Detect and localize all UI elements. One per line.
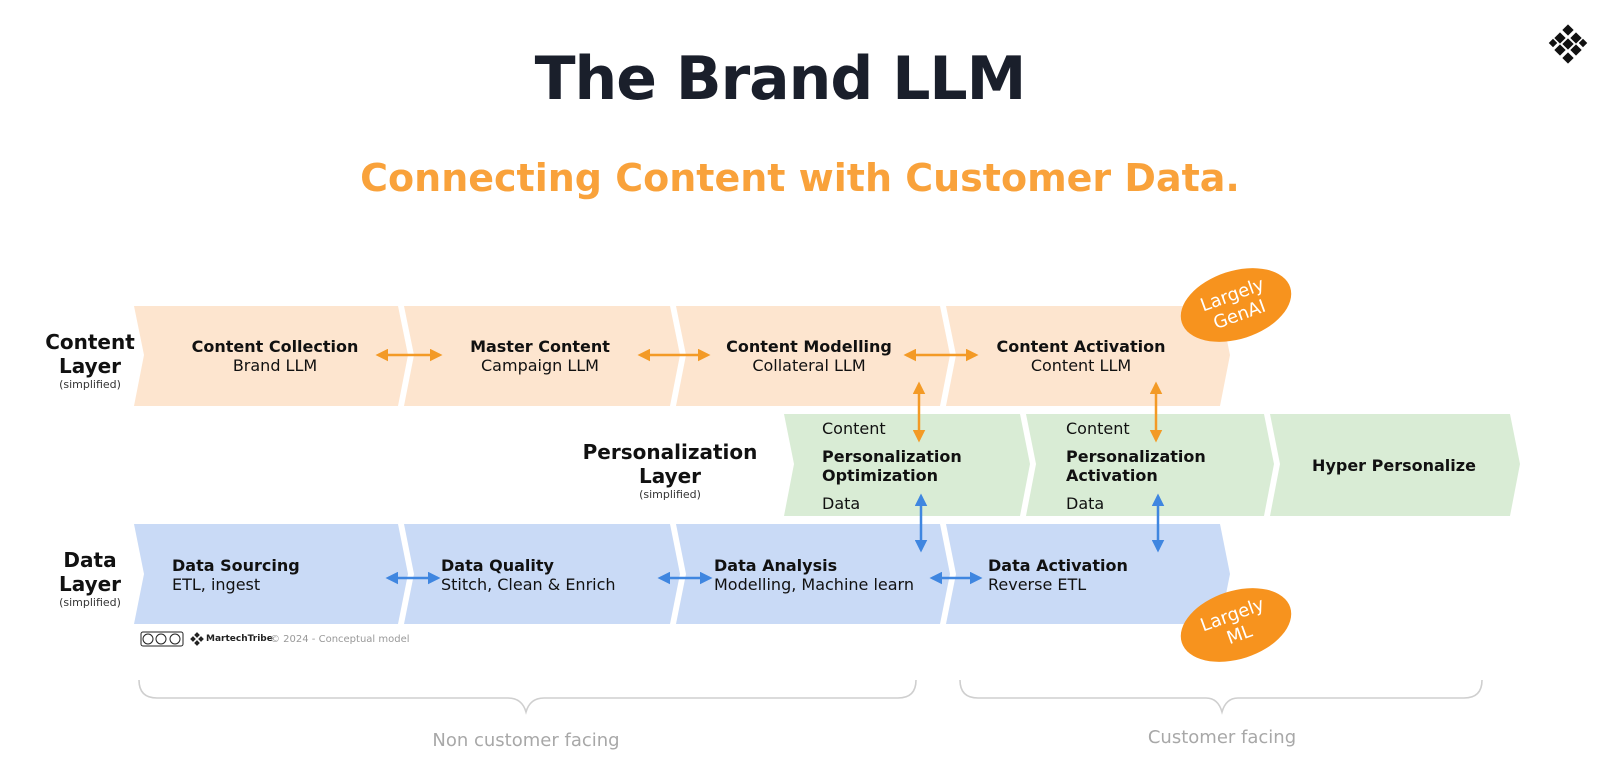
content-modelling-step: Content Modelling Collateral LLM [726,337,892,375]
content-tag: Content [1066,419,1130,438]
data-analysis-chevron [676,524,950,624]
content-collection-step: Content Collection Brand LLM [191,337,359,375]
data-activation-step: Data Activation Reverse ETL [988,556,1128,594]
martechtribe-logo-icon [1548,24,1588,64]
data-quality-chevron [404,524,680,624]
footer-brand: MartechTribe [206,634,273,644]
master-content-step: Master Content Campaign LLM [470,337,610,375]
largely-genai-badge [1180,268,1292,342]
non-customer-facing-brace [138,679,917,715]
data-analysis-step: Data Analysis Modelling, Machine learn [714,556,914,594]
content-modelling-chevron [676,306,950,406]
master-content-chevron [404,306,680,406]
hyper-personalize-chevron [1270,414,1520,516]
content-tag: Content [822,419,886,438]
personalization-optimization-step: Personalization Optimization [822,447,962,485]
personalization-layer-label: Personalization Layer (simplified) [582,440,758,501]
personalization-activation-chevron [1026,414,1274,516]
creative-commons-icon [140,631,184,647]
martechtribe-small-logo-icon [190,632,204,646]
footer-copyright: © 2024 - Conceptual model [270,634,410,645]
content-collection-chevron [134,306,408,406]
data-tag: Data [822,494,861,513]
data-quality-step: Data Quality Stitch, Clean & Enrich [441,556,616,594]
data-sourcing-chevron [134,524,408,624]
data-layer-label: Data Layer (simplified) [58,548,122,609]
data-tag: Data [1066,494,1105,513]
personalization-optimization-chevron [784,414,1030,516]
data-sourcing-step: Data Sourcing ETL, ingest [172,556,300,594]
customer-facing-brace [959,679,1483,715]
content-activation-chevron [946,306,1230,406]
non-customer-facing-label: Non customer facing [432,730,620,751]
hyper-personalize-step: Hyper Personalize [1312,456,1476,475]
content-activation-step: Content Activation Content LLM [996,337,1166,375]
customer-facing-label: Customer facing [1147,727,1297,748]
personalization-activation-step: Personalization Activation [1066,447,1206,485]
page-title: The Brand LLM [534,44,1027,114]
page-subtitle: Connecting Content with Customer Data. [360,156,1240,200]
largely-ml-badge [1180,588,1292,662]
content-layer-label: Content Layer (simplified) [45,330,135,391]
